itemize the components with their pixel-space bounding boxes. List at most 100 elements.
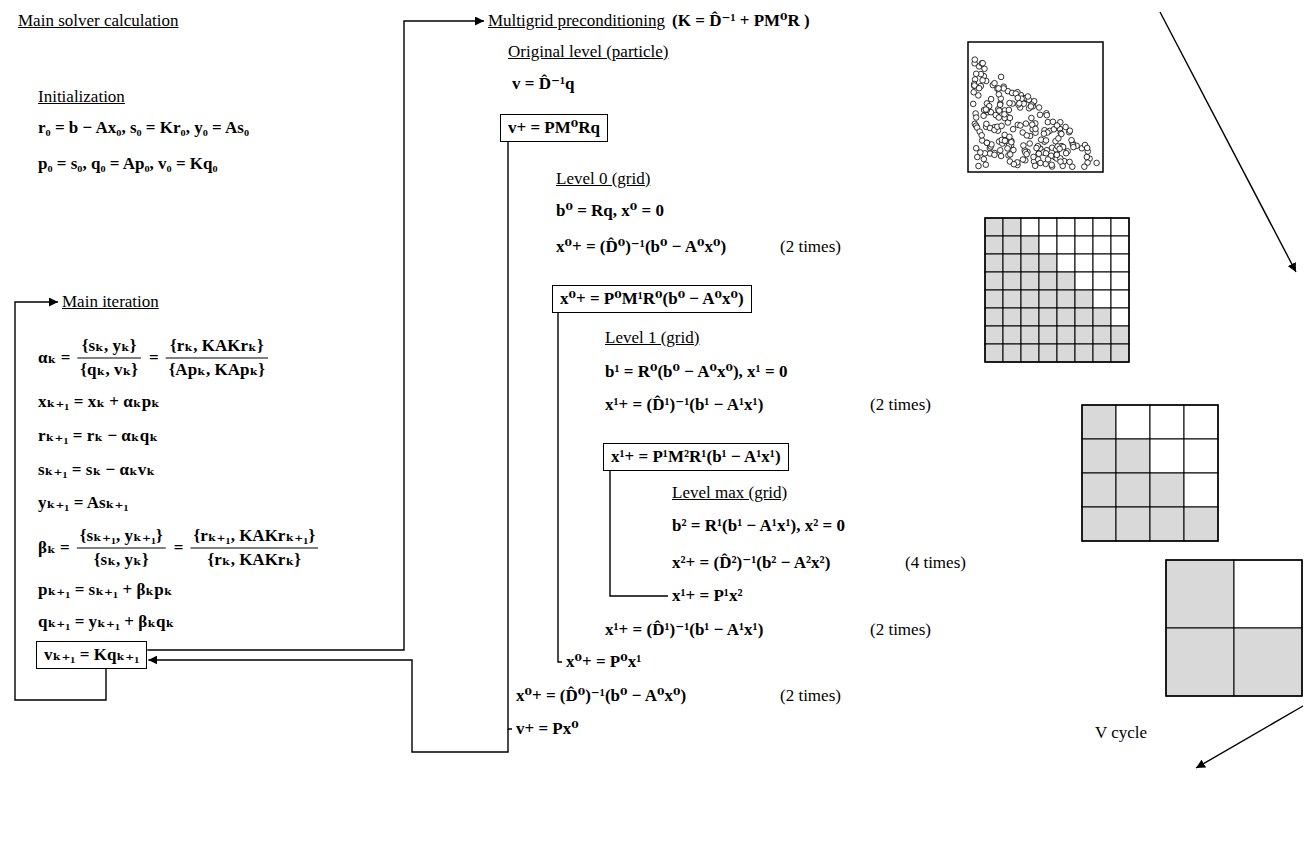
equation-text: {rₖ, KAKrₖ} <box>170 336 264 356</box>
grid-cell <box>1039 272 1057 290</box>
particle <box>1058 130 1064 136</box>
particle <box>1018 123 1024 129</box>
equation-text: x¹+ = (D̂¹)⁻¹(b¹ − A¹x¹) <box>605 620 763 640</box>
grid-cell <box>1057 344 1075 362</box>
particle <box>992 152 998 158</box>
particle <box>996 92 1002 98</box>
equation-text: x⁰+ = P⁰x¹ <box>566 652 641 672</box>
particle <box>1024 133 1030 139</box>
grid-cell <box>1093 308 1111 326</box>
particle-domain <box>968 42 1103 172</box>
particle <box>1009 139 1015 145</box>
grid-cell <box>1075 326 1093 344</box>
fraction-bar <box>190 547 318 548</box>
equation-text: xₖ₊₁ = xₖ + αₖpₖ <box>38 392 160 412</box>
particle <box>1054 152 1060 158</box>
section-heading: Level 0 (grid) <box>556 169 650 189</box>
particle <box>984 140 990 146</box>
equation-text: {sₖ, yₖ} <box>82 336 137 356</box>
equation-text: b² = R¹(b¹ − A¹x¹), x² = 0 <box>672 516 845 536</box>
grid-cell <box>1184 405 1218 439</box>
grid-cell <box>985 326 1003 344</box>
particle <box>970 101 976 107</box>
equation-text: {rₖ₊₁, KAKrₖ₊₁} <box>193 526 315 546</box>
particle <box>992 80 998 86</box>
grid-cell <box>1021 290 1039 308</box>
particle <box>979 61 985 67</box>
grid-cell <box>985 344 1003 362</box>
grid-cell <box>1039 218 1057 236</box>
grid-cell <box>1003 236 1021 254</box>
particle <box>984 121 990 127</box>
particle <box>1033 126 1039 132</box>
grid-cell <box>1093 236 1111 254</box>
particle <box>1007 152 1013 158</box>
grid-cell <box>1057 308 1075 326</box>
v-cycle-arrow <box>1160 12 1296 272</box>
equation-text: v+ = Px⁰ <box>516 719 579 739</box>
particle <box>1045 157 1051 163</box>
grid-cell <box>1039 254 1057 272</box>
particle <box>1054 152 1060 158</box>
particle <box>1017 101 1023 107</box>
equation-text: vₖ₊₁ = Kqₖ₊₁ <box>44 645 139 665</box>
grid-cell <box>1039 290 1057 308</box>
grid-cell <box>1082 439 1116 473</box>
grid-cell <box>1075 344 1093 362</box>
particle <box>1027 141 1033 147</box>
repeat-note: V cycle <box>1095 723 1147 743</box>
section-heading: Original level (particle) <box>508 42 668 62</box>
grid-cell <box>1116 439 1150 473</box>
particle <box>996 115 1002 121</box>
particle <box>1028 104 1034 110</box>
particle <box>1038 160 1044 166</box>
grid-cell <box>1003 272 1021 290</box>
grid-cell <box>1075 254 1093 272</box>
particle <box>1056 136 1062 142</box>
grid-cell <box>1111 236 1129 254</box>
grid-cell <box>1111 344 1129 362</box>
grid-cell <box>1057 218 1075 236</box>
particle <box>978 150 984 156</box>
particle <box>1034 145 1040 151</box>
particle <box>1006 107 1012 113</box>
particle <box>1067 159 1073 165</box>
particle <box>1036 105 1042 111</box>
grid-cell <box>1150 473 1184 507</box>
grid-cell <box>1003 254 1021 272</box>
particle <box>1007 100 1013 106</box>
grid-cell <box>1003 308 1021 326</box>
particle <box>980 60 986 66</box>
equation-text: qₖ₊₁ = yₖ₊₁ + βₖqₖ <box>38 612 174 632</box>
particle <box>979 133 985 139</box>
boxed-equation: vₖ₊₁ = Kqₖ₊₁ <box>36 641 147 669</box>
particle <box>1041 131 1047 137</box>
grid-cell <box>1093 272 1111 290</box>
particle <box>1002 112 1008 118</box>
level-bracket <box>610 471 668 596</box>
grid-outline <box>985 218 1129 362</box>
grid-cell <box>1234 560 1302 628</box>
grid-cell <box>1075 272 1093 290</box>
equation-text: b¹ = R⁰(b⁰ − A⁰x⁰), x¹ = 0 <box>605 362 787 382</box>
equation-text: {sₖ₊₁, yₖ₊₁} <box>80 526 163 546</box>
particle <box>973 71 979 77</box>
equation-text: = <box>149 348 159 368</box>
section-heading: Multigrid preconditioning <box>488 11 665 31</box>
particle <box>1007 134 1013 140</box>
grid-cell <box>985 254 1003 272</box>
particle <box>1063 150 1069 156</box>
particle <box>996 86 1002 92</box>
grid-cell <box>1075 308 1093 326</box>
particle <box>1036 151 1042 157</box>
grid-cell <box>1057 272 1075 290</box>
grid-cell <box>1111 308 1129 326</box>
grid-cell <box>1003 218 1021 236</box>
particle <box>972 57 978 63</box>
grid-cell <box>1021 344 1039 362</box>
particle <box>1010 126 1016 132</box>
equation-text: x¹+ = P¹x² <box>672 586 743 606</box>
grid-cell <box>1234 628 1302 696</box>
equation-text: = <box>174 538 184 558</box>
particle <box>983 162 989 168</box>
